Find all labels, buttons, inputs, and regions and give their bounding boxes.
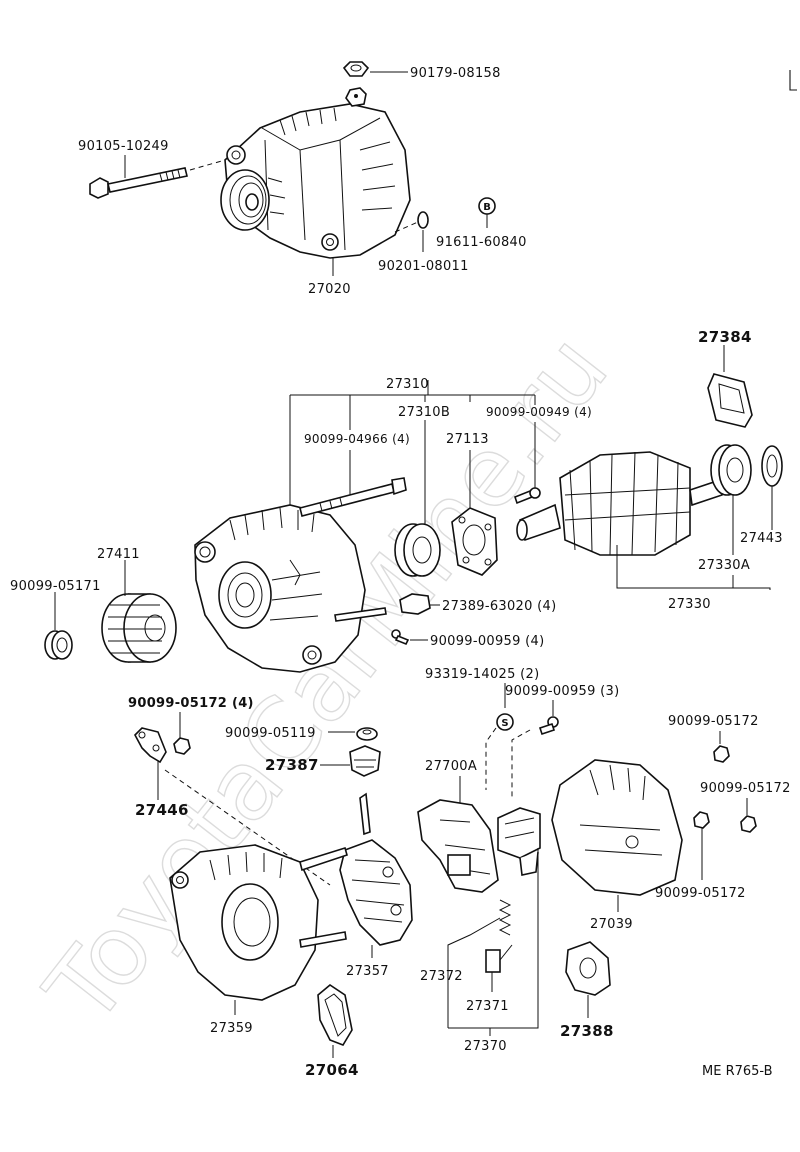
- bolt-90105-10249[interactable]: [89, 167, 188, 199]
- label-27446: 27446: [135, 801, 189, 819]
- label-27388: 27388: [560, 1022, 614, 1040]
- label-90099-05172-b: 90099-05172: [700, 781, 791, 796]
- insulator-27389-63020[interactable]: [399, 593, 431, 615]
- label-27359: 27359: [210, 1021, 253, 1036]
- label-90201-08011: 90201-08011: [378, 259, 469, 274]
- nut-90099-05172-4[interactable]: [173, 737, 191, 755]
- label-90099-00949: 90099-00949 (4): [486, 405, 592, 419]
- brush-holder[interactable]: [497, 807, 541, 876]
- svg-text:S: S: [501, 718, 508, 729]
- nut-90179-08158[interactable]: [342, 61, 370, 77]
- label-27443: 27443: [740, 531, 783, 546]
- stud-bolt-90099-04966[interactable]: [299, 477, 407, 517]
- label-27700a: 27700A: [425, 759, 477, 774]
- terminal-27387[interactable]: [349, 745, 381, 777]
- label-27310b: 27310B: [398, 405, 450, 420]
- rear-frame-27359[interactable]: [169, 844, 348, 1001]
- label-27370: 27370: [464, 1039, 507, 1054]
- label-90105-10249: 90105-10249: [78, 139, 169, 154]
- rear-cover-27039[interactable]: [551, 759, 683, 896]
- svg-text:B: B: [483, 202, 491, 213]
- retainer-plate-27113[interactable]: [451, 507, 498, 576]
- label-90099-05119: 90099-05119: [225, 726, 316, 741]
- insulator-27388[interactable]: [565, 941, 611, 996]
- spring-27372[interactable]: [498, 899, 512, 936]
- label-90099-05171: 90099-05171: [10, 579, 101, 594]
- label-90099-05172-c: 90099-05172: [655, 886, 746, 901]
- label-91611-60840: 91611-60840: [436, 235, 527, 250]
- label-90099-05172-a: 90099-05172: [668, 714, 759, 729]
- label-27371: 27371: [466, 999, 509, 1014]
- drive-end-frame[interactable]: [194, 504, 366, 673]
- rotor-27330[interactable]: [516, 451, 723, 556]
- label-27330: 27330: [668, 597, 711, 612]
- label-27039: 27039: [590, 917, 633, 932]
- nut-90099-05172-a[interactable]: [713, 745, 730, 763]
- nut-90099-05171[interactable]: [44, 630, 73, 660]
- rectifier-27357[interactable]: [339, 792, 413, 946]
- label-90099-05172-4: 90099-05172 (4): [128, 696, 254, 711]
- label-27310: 27310: [386, 377, 429, 392]
- label-27020: 27020: [308, 282, 351, 297]
- marker-b: B: [478, 197, 496, 215]
- bearing-27310b[interactable]: [394, 523, 441, 577]
- marker-s: S: [496, 713, 514, 731]
- bearing-27330a[interactable]: [710, 444, 752, 496]
- screw-90099-00959-4[interactable]: [391, 629, 410, 646]
- alternator-assembly-27020[interactable]: [220, 87, 411, 259]
- label-27372: 27372: [420, 969, 463, 984]
- label-93319-14025: 93319-14025 (2): [425, 667, 539, 682]
- label-27411: 27411: [97, 547, 140, 562]
- bracket-27446[interactable]: [134, 727, 167, 764]
- washer-90201-08011[interactable]: [417, 211, 429, 229]
- nut-90099-05119[interactable]: [356, 727, 378, 741]
- nut-90099-05172-b[interactable]: [740, 815, 757, 833]
- diagram-reference: ME R765-B: [702, 1064, 773, 1079]
- label-27113: 27113: [446, 432, 489, 447]
- label-27357: 27357: [346, 964, 389, 979]
- brush-27371[interactable]: [485, 944, 513, 973]
- regulator-27700a[interactable]: [417, 799, 499, 893]
- label-27389-63020: 27389-63020 (4): [442, 599, 556, 614]
- label-90179-08158: 90179-08158: [410, 66, 501, 81]
- bearing-cover-27443[interactable]: [761, 445, 783, 487]
- label-27064: 27064: [305, 1061, 359, 1079]
- label-90099-04966: 90099-04966 (4): [304, 432, 410, 446]
- insulator-ring-27384[interactable]: [707, 373, 753, 428]
- label-90099-00959-3: 90099-00959 (3): [505, 684, 619, 699]
- pulley-27411[interactable]: [101, 593, 177, 663]
- label-27384: 27384: [698, 328, 752, 346]
- label-27387: 27387: [265, 756, 319, 774]
- nut-90099-05172-c[interactable]: [693, 811, 710, 829]
- screw-90099-00959-3[interactable]: [538, 716, 559, 736]
- label-27330a: 27330A: [698, 558, 750, 573]
- gasket-27064[interactable]: [317, 984, 353, 1046]
- label-90099-00959-4: 90099-00959 (4): [430, 634, 544, 649]
